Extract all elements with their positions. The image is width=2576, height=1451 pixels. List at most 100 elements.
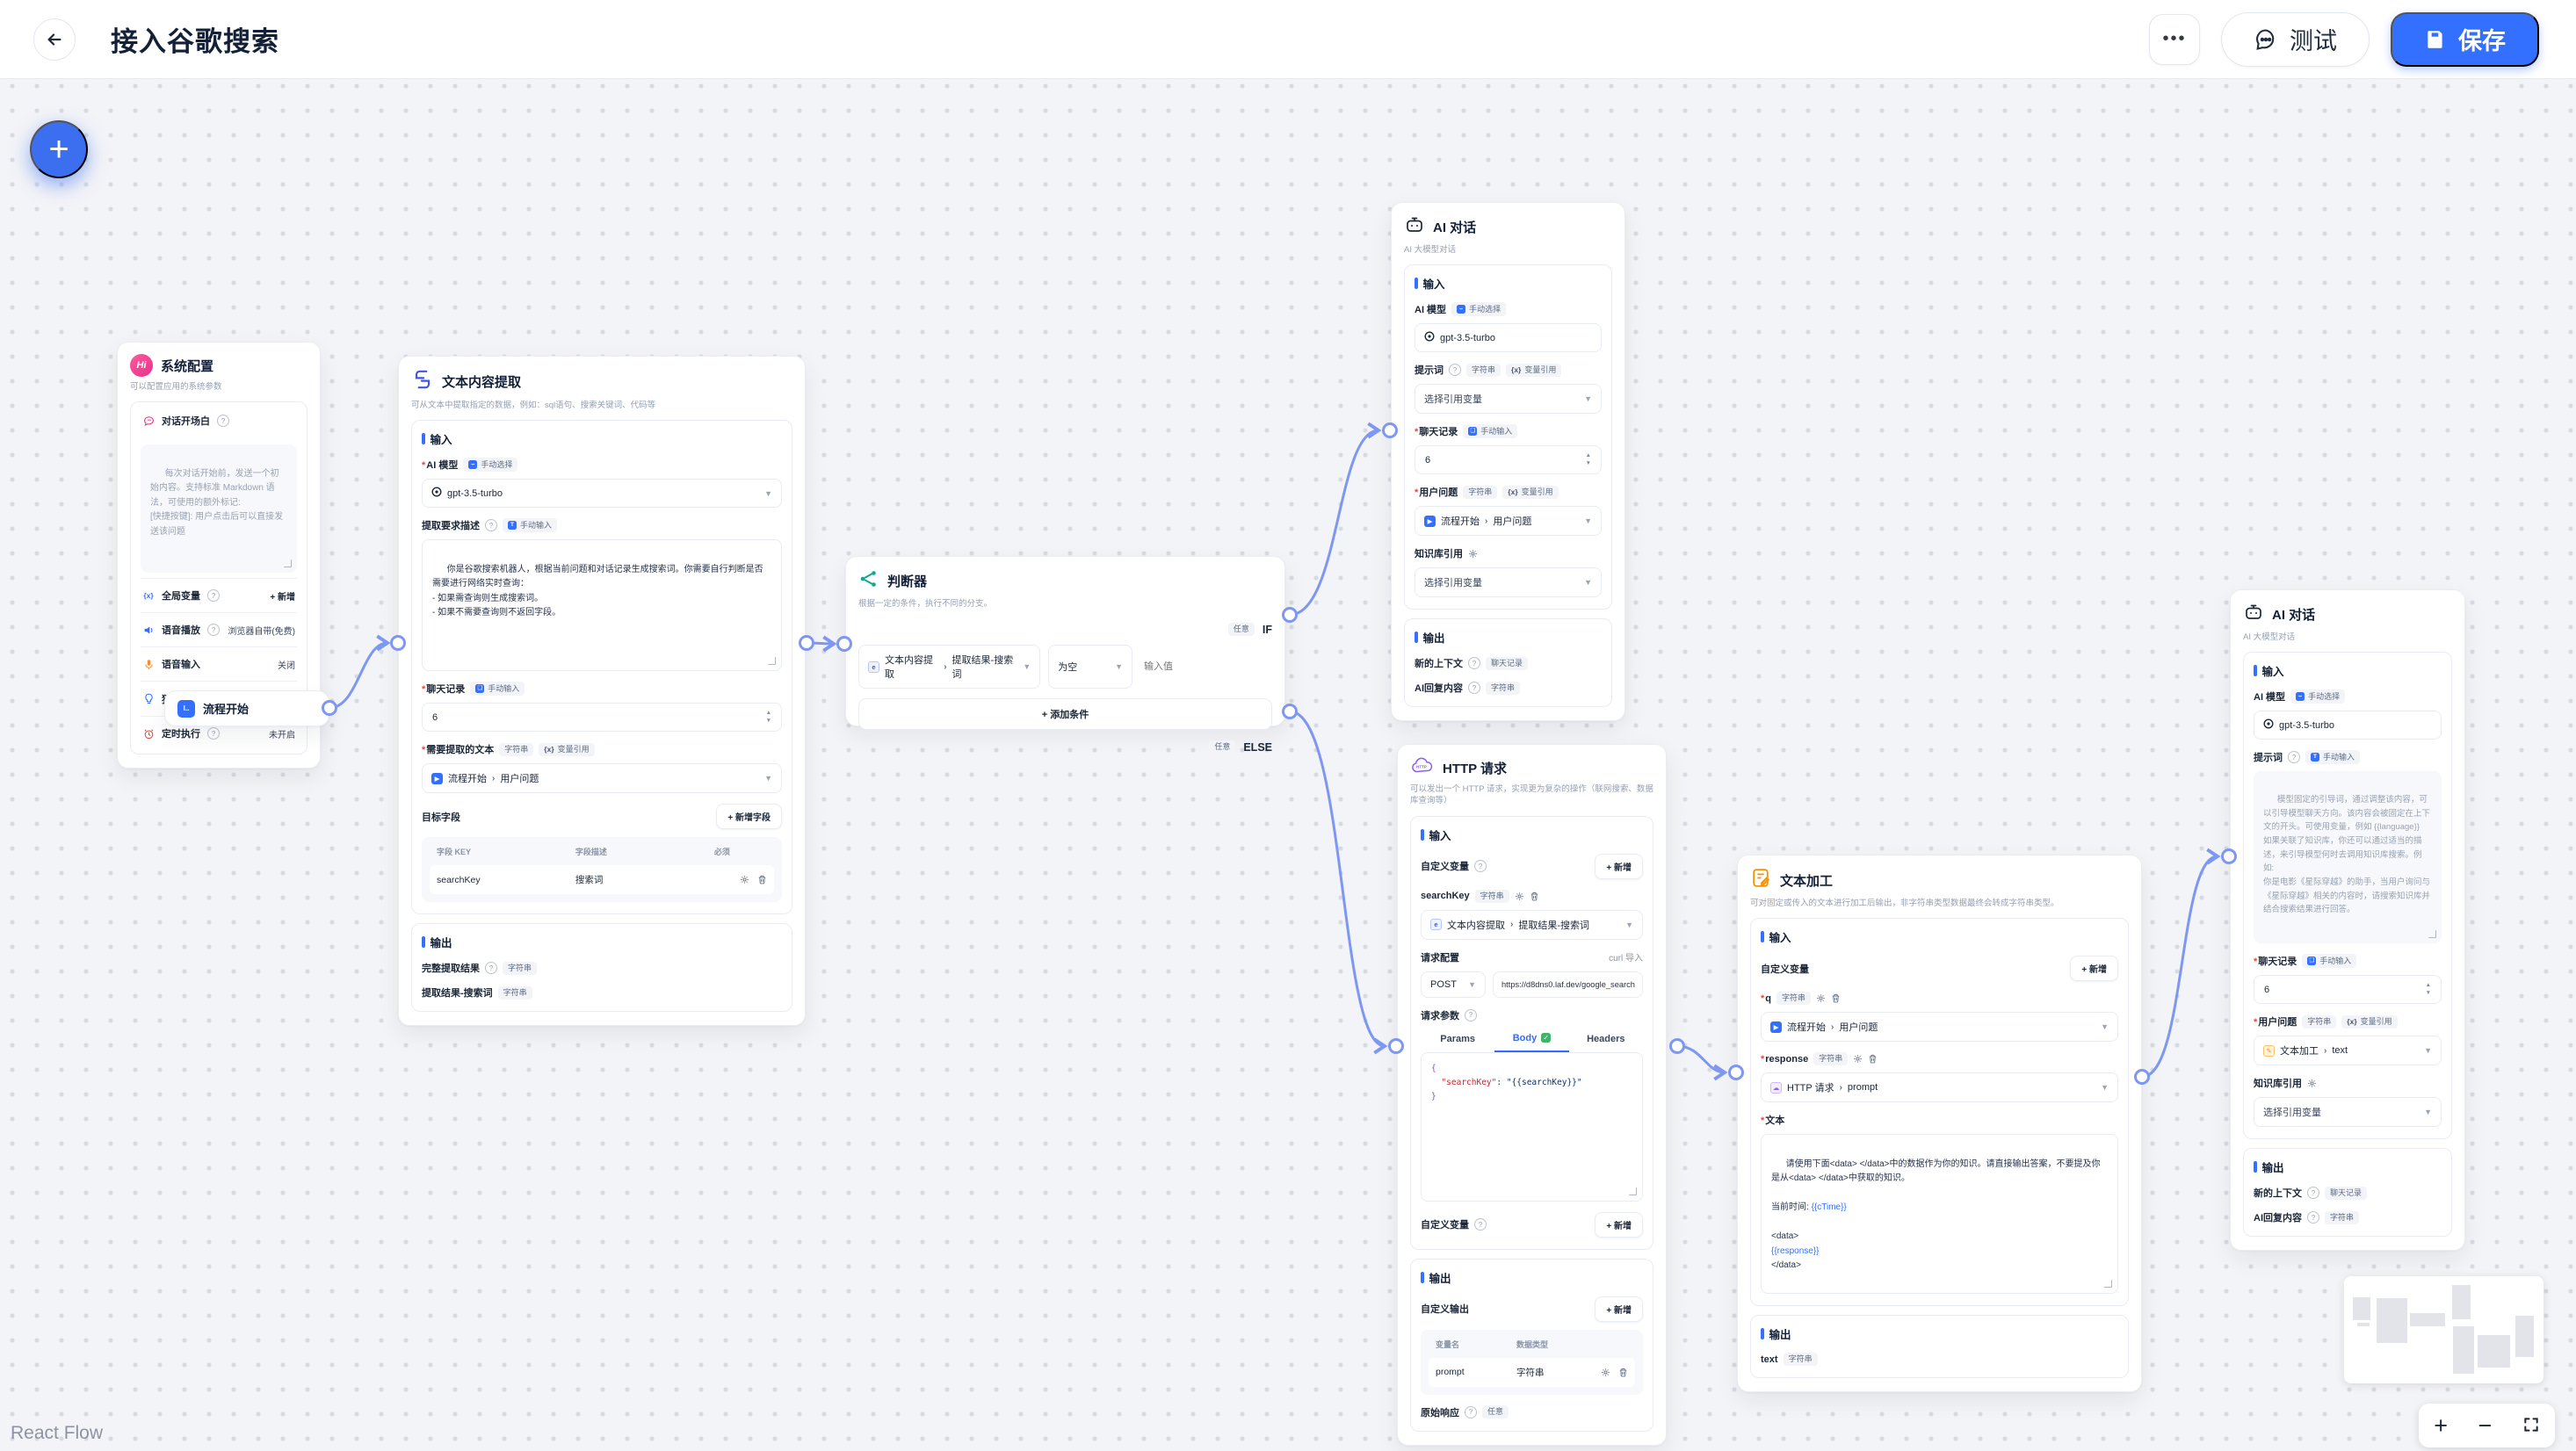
reactflow-attribution[interactable]: React Flow bbox=[11, 1423, 104, 1443]
help-icon[interactable]: ? bbox=[1465, 1008, 1477, 1021]
node-text-extract[interactable]: 文本内容提取 可从文本中提取指定的数据，例如：sql语句、搜索关键词、代码等 输… bbox=[398, 356, 806, 1027]
condition-value-input[interactable] bbox=[1140, 645, 1272, 689]
help-icon[interactable]: ? bbox=[2307, 1187, 2319, 1200]
add-var-button[interactable]: + 新增 bbox=[1595, 1211, 1643, 1238]
chat-rounds-input[interactable]: 6 ▲▼ bbox=[422, 703, 782, 733]
minimap[interactable] bbox=[2344, 1276, 2543, 1383]
back-button[interactable] bbox=[33, 18, 76, 61]
zoom-in-button[interactable]: + bbox=[2434, 1411, 2449, 1439]
trash-icon[interactable] bbox=[1530, 892, 1539, 901]
var-ref-select[interactable]: e 文本内容提取 › 提取结果-搜索词 ▼ bbox=[1421, 909, 1643, 940]
user-question-select[interactable]: ✎ 文本加工 › text ▼ bbox=[2254, 1036, 2442, 1066]
trash-icon[interactable] bbox=[757, 875, 767, 884]
help-icon[interactable]: ? bbox=[2307, 1211, 2319, 1224]
text-label: 文本 bbox=[1761, 1113, 1784, 1127]
chat-rounds-input[interactable]: 6 ▲▼ bbox=[2254, 975, 2442, 1005]
any-badge: 任意 bbox=[1209, 740, 1236, 754]
kb-select[interactable]: 选择引用变量 ▼ bbox=[2254, 1097, 2442, 1128]
stepper-icons[interactable]: ▲▼ bbox=[765, 710, 771, 724]
gear-icon[interactable] bbox=[1601, 1368, 1610, 1377]
text-template-editor[interactable]: 请使用下面<data> </data>中的数据作为你的知识。请直接输出答案，不要… bbox=[1761, 1134, 2118, 1295]
gear-icon[interactable] bbox=[1853, 1054, 1863, 1064]
url-input[interactable]: https://d8dns0.laf.dev/google_search bbox=[1493, 971, 1643, 998]
node-condition[interactable]: 判断器 根据一定的条件，执行不同的分支。 任意 IF e 文本内容提取 › 提取… bbox=[845, 556, 1285, 754]
user-question-label: 用户问题 bbox=[1415, 485, 1458, 499]
trash-icon[interactable] bbox=[1831, 993, 1841, 1003]
welcome-textarea[interactable]: 每次对话开始前，发送一个初始内容。支持标准 Markdown 语法，可使用的额外… bbox=[141, 444, 297, 574]
add-field-button[interactable]: + 新增字段 bbox=[716, 804, 782, 830]
trash-icon[interactable] bbox=[1618, 1368, 1628, 1377]
voice-input-value[interactable]: 关闭 bbox=[278, 661, 295, 671]
help-icon[interactable]: ? bbox=[1474, 860, 1487, 873]
model-select[interactable]: gpt-3.5-turbo bbox=[1415, 323, 1602, 353]
trash-icon[interactable] bbox=[1868, 1054, 1878, 1064]
prompt-textarea[interactable]: 模型固定的引导词，通过调整该内容，可以引导模型聊天方向。该内容会被固定在上下文的… bbox=[2254, 771, 2442, 944]
tab-headers[interactable]: Headers bbox=[1587, 1033, 1625, 1044]
source-select[interactable]: ▶ 流程开始 › 用户问题 ▼ bbox=[422, 763, 782, 794]
method-select[interactable]: POST ▼ bbox=[1421, 971, 1486, 998]
resize-handle-icon[interactable] bbox=[1629, 1187, 1637, 1195]
help-icon[interactable]: ? bbox=[1449, 364, 1461, 377]
resize-handle-icon[interactable] bbox=[2428, 930, 2436, 939]
gear-icon[interactable] bbox=[740, 875, 749, 884]
model-select[interactable]: gpt-3.5-turbo bbox=[2254, 711, 2442, 740]
help-icon[interactable]: ? bbox=[1468, 657, 1480, 670]
help-icon[interactable]: ? bbox=[485, 519, 497, 532]
curl-import-button[interactable]: curl 导入 bbox=[1609, 954, 1643, 964]
help-icon[interactable]: ? bbox=[217, 415, 229, 428]
help-icon[interactable]: ? bbox=[2288, 751, 2300, 764]
resize-handle-icon[interactable] bbox=[768, 657, 776, 666]
gear-icon[interactable] bbox=[1515, 892, 1524, 901]
add-output-button[interactable]: + 新增 bbox=[1595, 1296, 1643, 1322]
help-icon[interactable]: ? bbox=[1465, 1405, 1477, 1419]
add-var-button[interactable]: + 新增 bbox=[1595, 853, 1643, 879]
save-button[interactable]: 保存 bbox=[2391, 11, 2539, 67]
node-text-process[interactable]: 文本加工 可对固定或传入的文本进行加工后输出，非字符串类型数据最终会转成字符串类… bbox=[1737, 855, 2142, 1393]
ref-field: 用户问题 bbox=[1839, 1022, 1878, 1034]
node-flow-start[interactable]: I.. 流程开始 bbox=[164, 690, 329, 726]
tab-body[interactable]: Body✓ bbox=[1494, 1033, 1569, 1052]
add-condition-button[interactable]: + 添加条件 bbox=[858, 698, 1272, 731]
json-sep: : bbox=[1496, 1077, 1507, 1087]
stepper-icons[interactable]: ▲▼ bbox=[2425, 982, 2431, 996]
fullscreen-button[interactable] bbox=[2522, 1412, 2540, 1440]
help-icon[interactable]: ? bbox=[1474, 1218, 1487, 1231]
help-icon[interactable]: ? bbox=[1468, 682, 1480, 695]
gear-icon[interactable] bbox=[2307, 1079, 2317, 1088]
user-question-select[interactable]: ▶ 流程开始 › 用户问题 ▼ bbox=[1415, 506, 1602, 537]
test-button[interactable]: 测试 bbox=[2221, 11, 2370, 67]
zoom-out-button[interactable]: − bbox=[2478, 1411, 2493, 1439]
string-type-badge: 字符串 bbox=[1486, 681, 1521, 695]
tts-value[interactable]: 浏览器自带(免费) bbox=[228, 626, 295, 637]
tab-params[interactable]: Params bbox=[1440, 1033, 1476, 1044]
help-icon[interactable]: ? bbox=[485, 962, 497, 975]
more-button[interactable]: ••• bbox=[2149, 13, 2200, 65]
require-textarea[interactable]: 你是谷歌搜索机器人，根据当前问题和对话记录生成搜索词。你需要自行判断是否需要进行… bbox=[422, 539, 782, 672]
help-icon[interactable]: ? bbox=[207, 624, 220, 637]
add-var-button[interactable]: + 新增 bbox=[2070, 956, 2118, 982]
stepper-icons[interactable]: ▲▼ bbox=[1585, 452, 1591, 466]
fields-label: 目标字段 bbox=[422, 812, 460, 823]
body-json-editor[interactable]: { "searchKey": "{{searchKey}}" } bbox=[1421, 1051, 1643, 1202]
node-ai-chat-right[interactable]: AI 对话 AI 大模型对话 输入 AI 模型 ⌣手动选择 gpt-3.5-tu… bbox=[2230, 589, 2465, 1252]
help-icon[interactable]: ? bbox=[207, 589, 220, 603]
prompt-var-select[interactable]: 选择引用变量 ▼ bbox=[1415, 384, 1602, 415]
var-q-select[interactable]: ▶ 流程开始 › 用户问题 ▼ bbox=[1761, 1012, 2118, 1043]
node-ai-chat-top[interactable]: AI 对话 AI 大模型对话 输入 AI 模型 ⌣手动选择 gpt-3.5-tu… bbox=[1391, 202, 1625, 722]
condition-var-select[interactable]: e 文本内容提取 › 提取结果-搜索词 ▼ bbox=[858, 645, 1041, 689]
gear-icon[interactable] bbox=[1468, 549, 1478, 559]
handle-http-out[interactable] bbox=[1669, 1038, 1685, 1054]
add-global-var-button[interactable]: + 新增 bbox=[270, 592, 295, 603]
model-select[interactable]: gpt-3.5-turbo ▼ bbox=[422, 479, 782, 509]
add-node-button[interactable]: + bbox=[30, 120, 88, 178]
kb-select[interactable]: 选择引用变量 ▼ bbox=[1415, 567, 1602, 598]
schedule-value[interactable]: 未开启 bbox=[269, 730, 295, 740]
resize-handle-icon[interactable] bbox=[2104, 1280, 2112, 1289]
var-response-select[interactable]: ☁ HTTP 请求 › prompt ▼ bbox=[1761, 1072, 2118, 1103]
resize-handle-icon[interactable] bbox=[284, 559, 292, 568]
gear-icon[interactable] bbox=[1816, 993, 1826, 1003]
node-http-request[interactable]: HTTP HTTP 请求 可以发出一个 HTTP 请求，实现更为复杂的操作（联网… bbox=[1397, 744, 1667, 1446]
help-icon[interactable]: ? bbox=[207, 727, 220, 740]
chat-rounds-input[interactable]: 6 ▲▼ bbox=[1415, 445, 1602, 475]
operator-select[interactable]: 为空 ▼ bbox=[1048, 645, 1132, 689]
